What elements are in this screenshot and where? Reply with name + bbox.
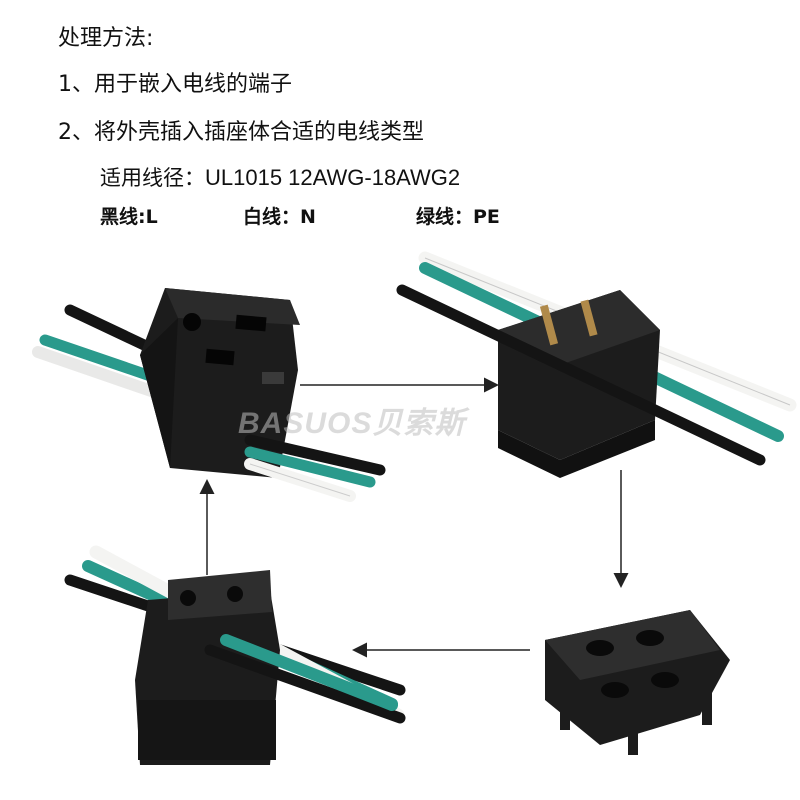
socket-with-terminals — [396, 251, 797, 478]
green-wire-label: 绿线：PE — [416, 206, 500, 228]
assembled-socket-front — [32, 288, 386, 502]
brand-watermark: BASUOS贝索斯 — [238, 407, 466, 440]
instructions-heading: 处理方法: — [58, 26, 154, 51]
white-wire-label: 白线：N — [243, 206, 316, 228]
step-2-text: 2、将外壳插入插座体合适的电线类型 — [58, 120, 424, 145]
black-wire-label: 黑线:L — [100, 206, 158, 228]
step-1-text: 1、用于嵌入电线的端子 — [58, 72, 292, 97]
assembled-socket-rear — [64, 545, 406, 765]
terminal-insert-part — [545, 610, 730, 755]
wire-spec: 适用线径：UL1015 12AWG-18AWG2 — [100, 162, 460, 192]
wire-spec-value: UL1015 12AWG-18AWG2 — [205, 165, 461, 190]
wire-spec-label: 适用线径： — [100, 166, 205, 190]
